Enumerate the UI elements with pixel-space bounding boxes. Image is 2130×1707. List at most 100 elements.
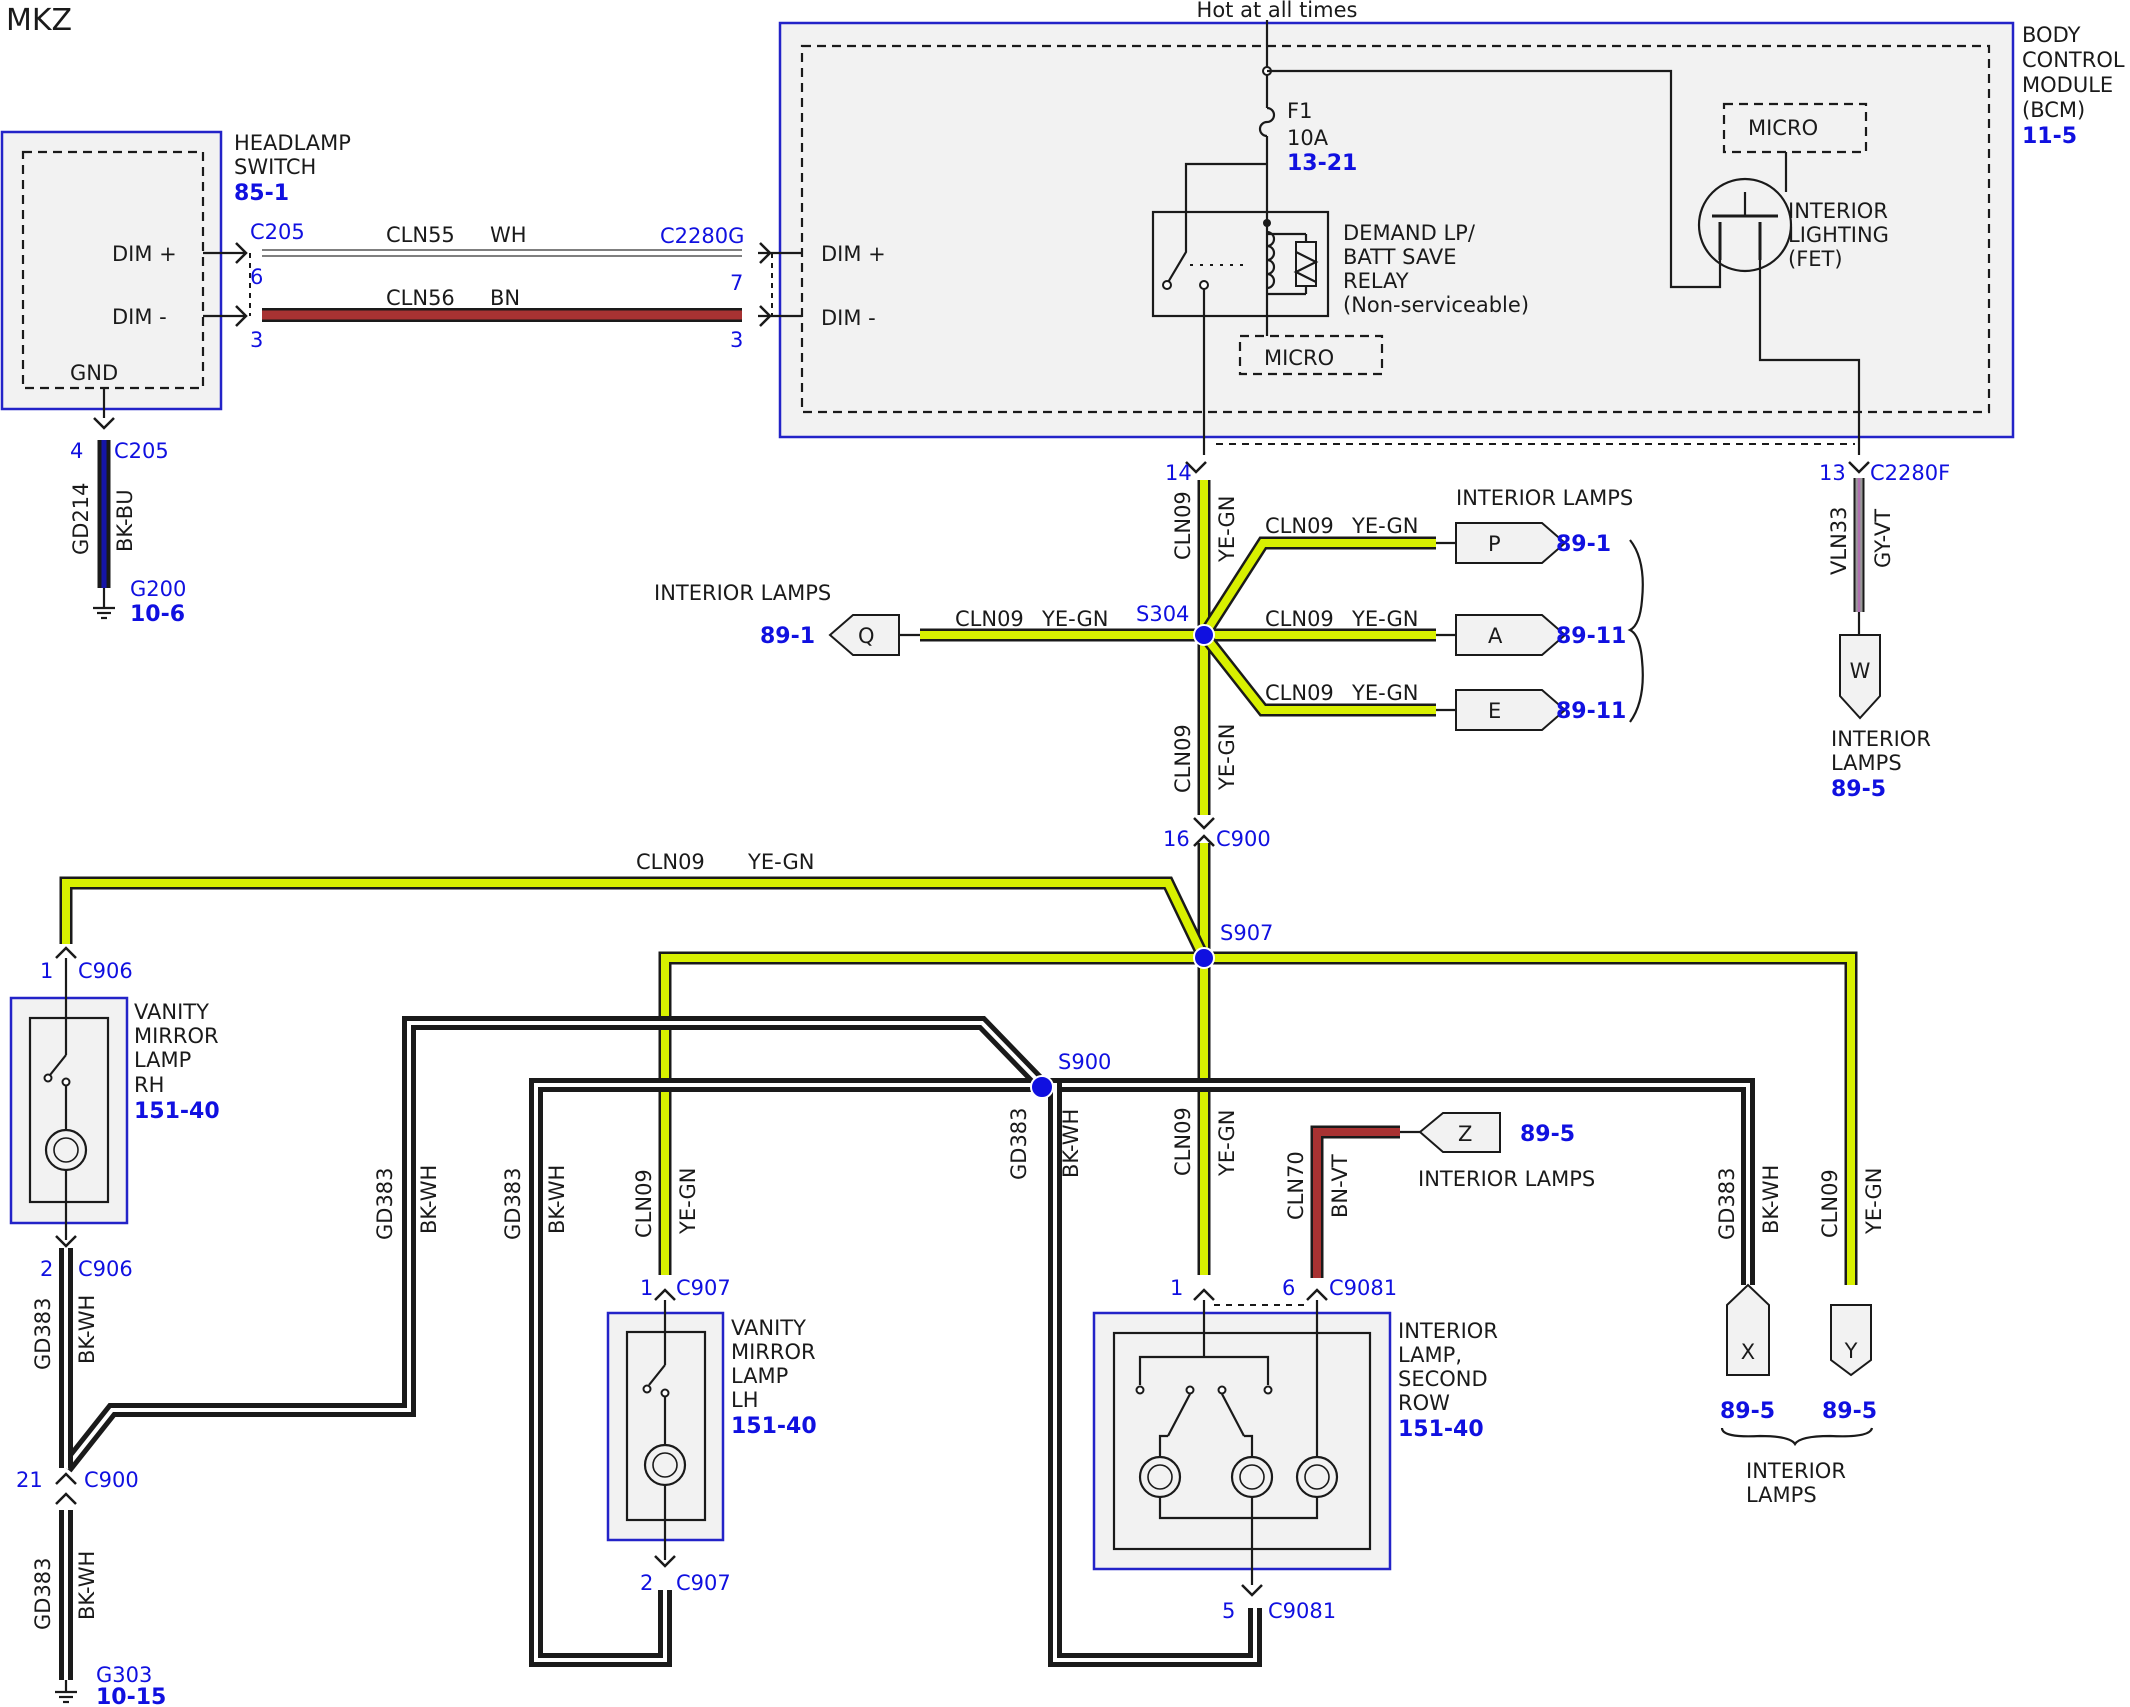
- yegn-label-lh: YE-GN: [676, 1168, 700, 1235]
- cln09-label-top: CLN09: [636, 850, 705, 874]
- fuse-ref: 13-21: [1287, 151, 1357, 176]
- second-row-l2: LAMP,: [1398, 1343, 1462, 1367]
- connector-p-flag: [1455, 522, 1567, 564]
- connector-w-flag: [1839, 634, 1881, 720]
- relay-micro-label: MICRO: [1264, 346, 1334, 370]
- g200-label: G200: [130, 577, 186, 601]
- headlamp-dim-plus: DIM +: [112, 242, 177, 266]
- pin-1-c9081: 1: [1170, 1276, 1183, 1300]
- second-row-ref: 151-40: [1398, 1417, 1484, 1442]
- ground-g303-symbol: [55, 1680, 77, 1704]
- yegn-label-aa: YE-GN: [1351, 607, 1418, 631]
- bkwh-label-c: BK-WH: [1059, 1109, 1083, 1178]
- relay-label-4: (Non-serviceable): [1343, 293, 1529, 317]
- g200-ref: 10-6: [130, 602, 185, 627]
- fuse-name: F1: [1287, 99, 1312, 123]
- headlamp-label-1: HEADLAMP: [234, 131, 351, 155]
- c2280g-arrow-14: [1185, 461, 1207, 474]
- c205-arrow-minus: [235, 305, 248, 327]
- fet-label-3: (FET): [1788, 247, 1843, 271]
- yegn-label-e: YE-GN: [1351, 681, 1418, 705]
- vanity-lh-l4: LH: [731, 1388, 759, 1412]
- bkwh-label-f: BK-WH: [75, 1551, 99, 1620]
- bkwh-label-e: BK-WH: [75, 1295, 99, 1364]
- pin-2-c907: 2: [640, 1571, 653, 1595]
- c907-label-1: C907: [676, 1276, 731, 1300]
- c906-label-2: C906: [78, 1257, 133, 1281]
- letter-y: Y: [1844, 1339, 1858, 1363]
- bcm-feed-to-fet: [1267, 69, 1722, 289]
- wire-cln55: [262, 249, 742, 257]
- relay-label-2: BATT SAVE: [1343, 245, 1456, 269]
- pin-21: 21: [16, 1468, 43, 1492]
- c907-label-2: C907: [676, 1571, 731, 1595]
- vanity-lh-l3: LAMP: [731, 1364, 788, 1388]
- gd383-label-e: GD383: [31, 1297, 55, 1370]
- yegn-label-top: YE-GN: [747, 850, 814, 874]
- gyvt-label: GY-VT: [1871, 509, 1895, 568]
- c900-arrow-16b: [1193, 834, 1215, 847]
- pin-14: 14: [1165, 461, 1192, 485]
- ref-a: 89-11: [1556, 624, 1626, 649]
- brace-xy: [1720, 1427, 1874, 1447]
- wire-cln09-network: [59, 480, 1858, 1285]
- ref-p: 89-1: [1556, 532, 1611, 557]
- headlamp-switch: [0, 130, 223, 411]
- interior-lamp-second-row: [1092, 1300, 1392, 1585]
- vanity-rh-l3: LAMP: [134, 1048, 191, 1072]
- vanity-lh-ref: 151-40: [731, 1414, 817, 1439]
- ref-y: 89-5: [1822, 1399, 1877, 1424]
- cln09-label-e: CLN09: [1265, 681, 1334, 705]
- cln09-label-a: CLN09: [1171, 491, 1195, 560]
- gd383-label-f: GD383: [31, 1557, 55, 1630]
- c906-arrow-1: [55, 946, 77, 959]
- c907-arrow-2: [654, 1555, 676, 1568]
- bcm-ref: 11-5: [2022, 124, 2077, 149]
- c9081-arrow-1: [1193, 1288, 1215, 1301]
- pin-5: 5: [1222, 1599, 1235, 1623]
- vanity-rh-l1: VANITY: [134, 1000, 209, 1024]
- letter-a: A: [1488, 624, 1503, 648]
- ref-w: 89-5: [1831, 777, 1886, 802]
- cln09-label-lh: CLN09: [632, 1169, 656, 1238]
- cln09-label-aa: CLN09: [1265, 607, 1334, 631]
- c907-arrow-1: [654, 1288, 676, 1301]
- pin-13: 13: [1819, 461, 1846, 485]
- vanity-rh-l4: RH: [134, 1073, 164, 1097]
- connector-y-flag: [1830, 1304, 1872, 1377]
- relay-label-1: DEMAND LP/: [1343, 221, 1476, 245]
- cln09-label-y: CLN09: [1818, 1169, 1842, 1238]
- interior-lamps-q-label: INTERIOR LAMPS: [654, 581, 831, 605]
- bkwh-label-d: BK-WH: [1759, 1165, 1783, 1234]
- splice-s304: [1193, 624, 1215, 646]
- ref-q: 89-1: [760, 624, 815, 649]
- s900-label: S900: [1058, 1050, 1111, 1074]
- relay-label-3: RELAY: [1343, 269, 1409, 293]
- yegn-label-q: YE-GN: [1041, 607, 1108, 631]
- letter-z: Z: [1458, 1122, 1472, 1146]
- cln09-label-q: CLN09: [955, 607, 1024, 631]
- headlamp-dim-minus: DIM -: [112, 305, 167, 329]
- c205-gnd-arrow: [93, 417, 115, 430]
- g303-label: G303: [96, 1663, 152, 1687]
- c906-label-1: C906: [78, 959, 133, 983]
- brace-pae: [1627, 539, 1644, 723]
- c2280f-arrow-13: [1848, 461, 1870, 474]
- fet-label-1: INTERIOR: [1788, 199, 1888, 223]
- pin-1-c906: 1: [40, 959, 53, 983]
- interior-lighting-fet: [1697, 177, 1861, 455]
- gd214-label: GD214: [69, 482, 93, 555]
- yegn-label-2nd: YE-GN: [1215, 1110, 1239, 1177]
- gd383-label-b: GD383: [501, 1167, 525, 1240]
- pin-6-c9081: 6: [1282, 1276, 1295, 1300]
- pin-4: 4: [70, 439, 83, 463]
- fet-micro-label: MICRO: [1748, 116, 1818, 140]
- c9081-label-5: C9081: [1268, 1599, 1336, 1623]
- bcm-label-3: MODULE: [2022, 73, 2113, 97]
- cln70-label: CLN70: [1284, 1151, 1308, 1220]
- pin-7: 7: [730, 271, 743, 295]
- wire-cln70: [1310, 1125, 1400, 1278]
- wire-gd383-network: [59, 1016, 1755, 1680]
- letter-w: W: [1850, 659, 1871, 683]
- s304-label: S304: [1136, 602, 1189, 626]
